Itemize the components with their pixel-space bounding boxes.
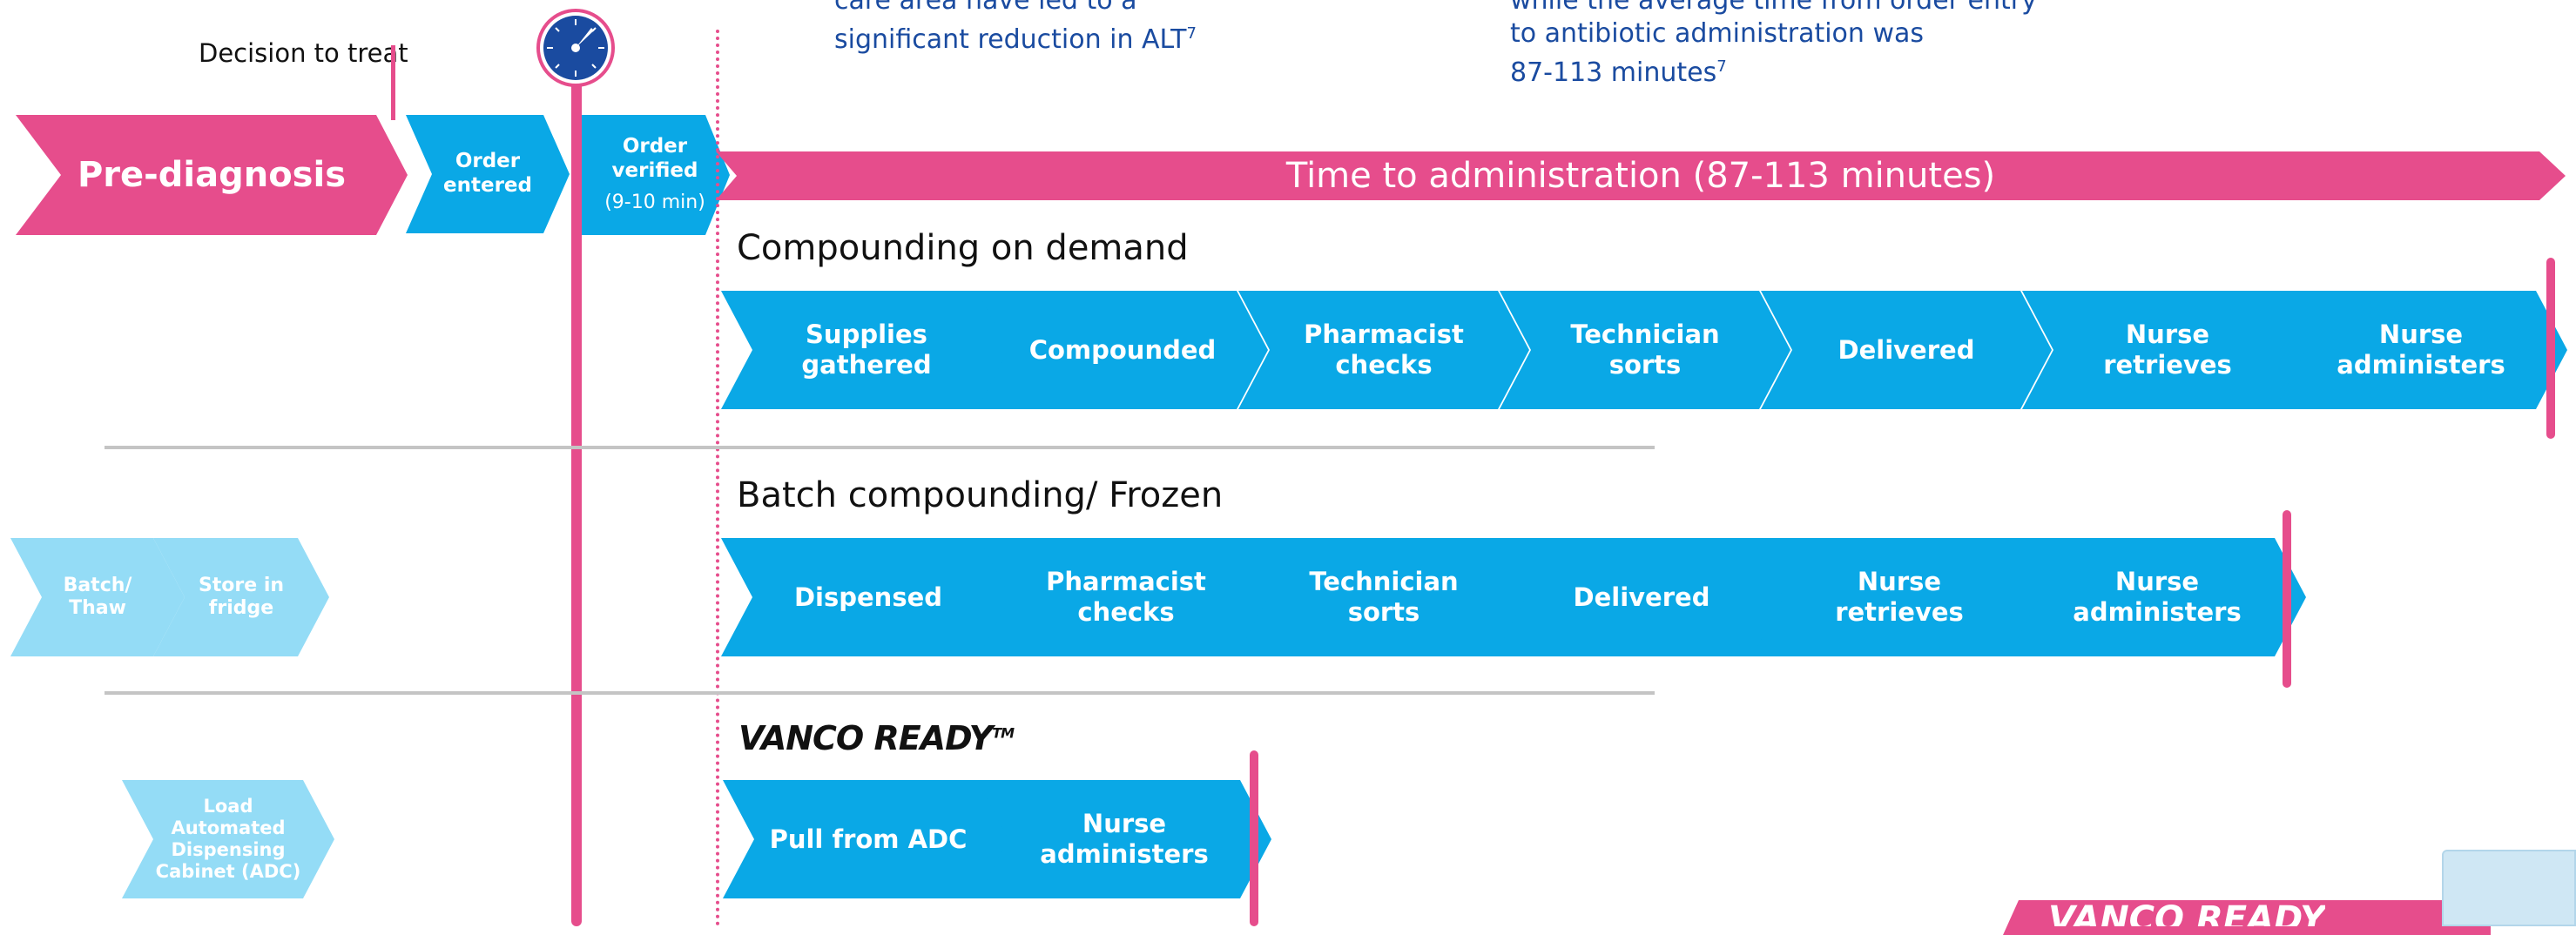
reference-line: care area have led to a <box>834 0 1137 16</box>
end-marker-batch <box>2283 510 2291 688</box>
dotted-separator <box>716 30 719 926</box>
row-title-batch: Batch compounding/ Frozen <box>737 475 1224 515</box>
step-label-line: sorts <box>1347 597 1420 627</box>
step-label-line: retrieves <box>1835 597 1964 627</box>
step-label-line: Cabinet (ADC) <box>155 861 301 883</box>
timeline-pole <box>571 52 582 926</box>
step-label-line: sorts <box>1608 350 1682 380</box>
decision-marker-line <box>391 45 395 120</box>
row-title-vanco-ready: VANCO READYTM <box>738 719 1015 757</box>
step-pull-from-adc: Pull from ADC <box>723 780 1014 898</box>
reference-line: significant reduction in ALT <box>834 24 1187 55</box>
reference-superscript: 7 <box>1186 24 1197 43</box>
order-entered-label-line: entered <box>443 174 532 197</box>
step-label-line: Nurse <box>2125 320 2210 350</box>
step-label-line: fridge <box>208 597 274 619</box>
product-package-image <box>2442 850 2576 926</box>
step-label-line: Supplies <box>806 320 927 350</box>
end-marker-on-demand <box>2546 258 2555 439</box>
pre-step-load-adc: Load Automated Dispensing Cabinet (ADC) <box>122 780 334 898</box>
reference-note-right: while the average time from order entry … <box>1510 0 2120 90</box>
end-marker-vanco <box>1250 750 1258 926</box>
step-label-line: Delivered <box>1838 334 1975 365</box>
step-label-line: Thaw <box>69 597 126 619</box>
order-verified-label-line: Order <box>622 135 688 158</box>
step-label-line: administers <box>2073 597 2242 627</box>
step-label-line: checks <box>1335 350 1433 380</box>
trademark-symbol: TM <box>992 724 1015 742</box>
row-title-on-demand: Compounding on demand <box>737 228 1189 268</box>
pre-diagnosis-chevron: Pre-diagnosis <box>16 115 408 235</box>
clock-icon <box>536 9 615 87</box>
step-dispensed: Dispensed <box>721 538 1015 656</box>
reference-line: to antibiotic administration was <box>1510 18 1925 49</box>
step-label-line: Nurse <box>1857 567 1942 597</box>
order-entered-chevron: Order entered <box>406 115 570 233</box>
step-label-line: Delivered <box>1573 582 1710 612</box>
step-label-line: Automated <box>171 817 286 838</box>
step-label-line: Dispensing <box>171 839 286 860</box>
order-verified-time: (9-10 min) <box>604 192 705 214</box>
order-verified-chevron: Order verified (9-10 min) <box>580 115 730 235</box>
step-label-line: Load <box>203 795 253 817</box>
step-label-line: Nurse <box>1082 809 1167 839</box>
reference-line: 87-113 minutes <box>1510 57 1717 88</box>
step-label-line: Nurse <box>2378 320 2464 350</box>
pre-diagnosis-label: Pre-diagnosis <box>77 155 347 195</box>
step-compounded: Compounded <box>977 291 1268 409</box>
pre-step-batch-thaw: Batch/Thaw <box>10 538 185 656</box>
step-label-line: Pull from ADC <box>769 824 968 854</box>
time-to-administration-arrow: Time to administration (87-113 minutes) <box>716 151 2566 200</box>
step-label-line: Technician <box>1570 320 1720 350</box>
vanco-ready-badge-label: VANCO READY <box>2048 902 2326 926</box>
step-label-line: Nurse <box>2114 567 2200 597</box>
step-label-line: administers <box>2337 350 2505 380</box>
step-label-line: retrieves <box>2103 350 2232 380</box>
step-label-line: Compounded <box>1028 334 1217 365</box>
order-verified-label-line: verified <box>611 158 698 182</box>
step-label-line: Pharmacist <box>1304 320 1464 350</box>
step-label-line: administers <box>1040 839 1209 869</box>
step-label-line: Dispensed <box>793 582 943 612</box>
step-label-line: Pharmacist <box>1046 567 1206 597</box>
reference-note-left: care area have led to a significant redu… <box>834 0 1322 57</box>
step-delivered: Delivered <box>1494 538 1789 656</box>
reference-line: while the average time from order entry <box>1510 0 2037 16</box>
row-divider <box>105 691 1655 695</box>
step-label-line: Store in <box>198 574 285 596</box>
order-entered-label-line: Order <box>455 150 521 173</box>
row-divider <box>105 446 1655 449</box>
step-label-line: Batch/ <box>63 574 132 596</box>
step-label-line: checks <box>1077 597 1175 627</box>
vanco-ready-title: VANCO READY <box>738 719 993 757</box>
time-to-administration-label: Time to administration (87-113 minutes) <box>1285 156 1996 196</box>
reference-superscript: 7 <box>1716 57 1727 76</box>
step-delivered: Delivered <box>1761 291 2052 409</box>
step-label-line: gathered <box>801 350 932 380</box>
step-label-line: Technician <box>1309 567 1459 597</box>
decision-to-treat-label: Decision to treat <box>199 38 408 68</box>
